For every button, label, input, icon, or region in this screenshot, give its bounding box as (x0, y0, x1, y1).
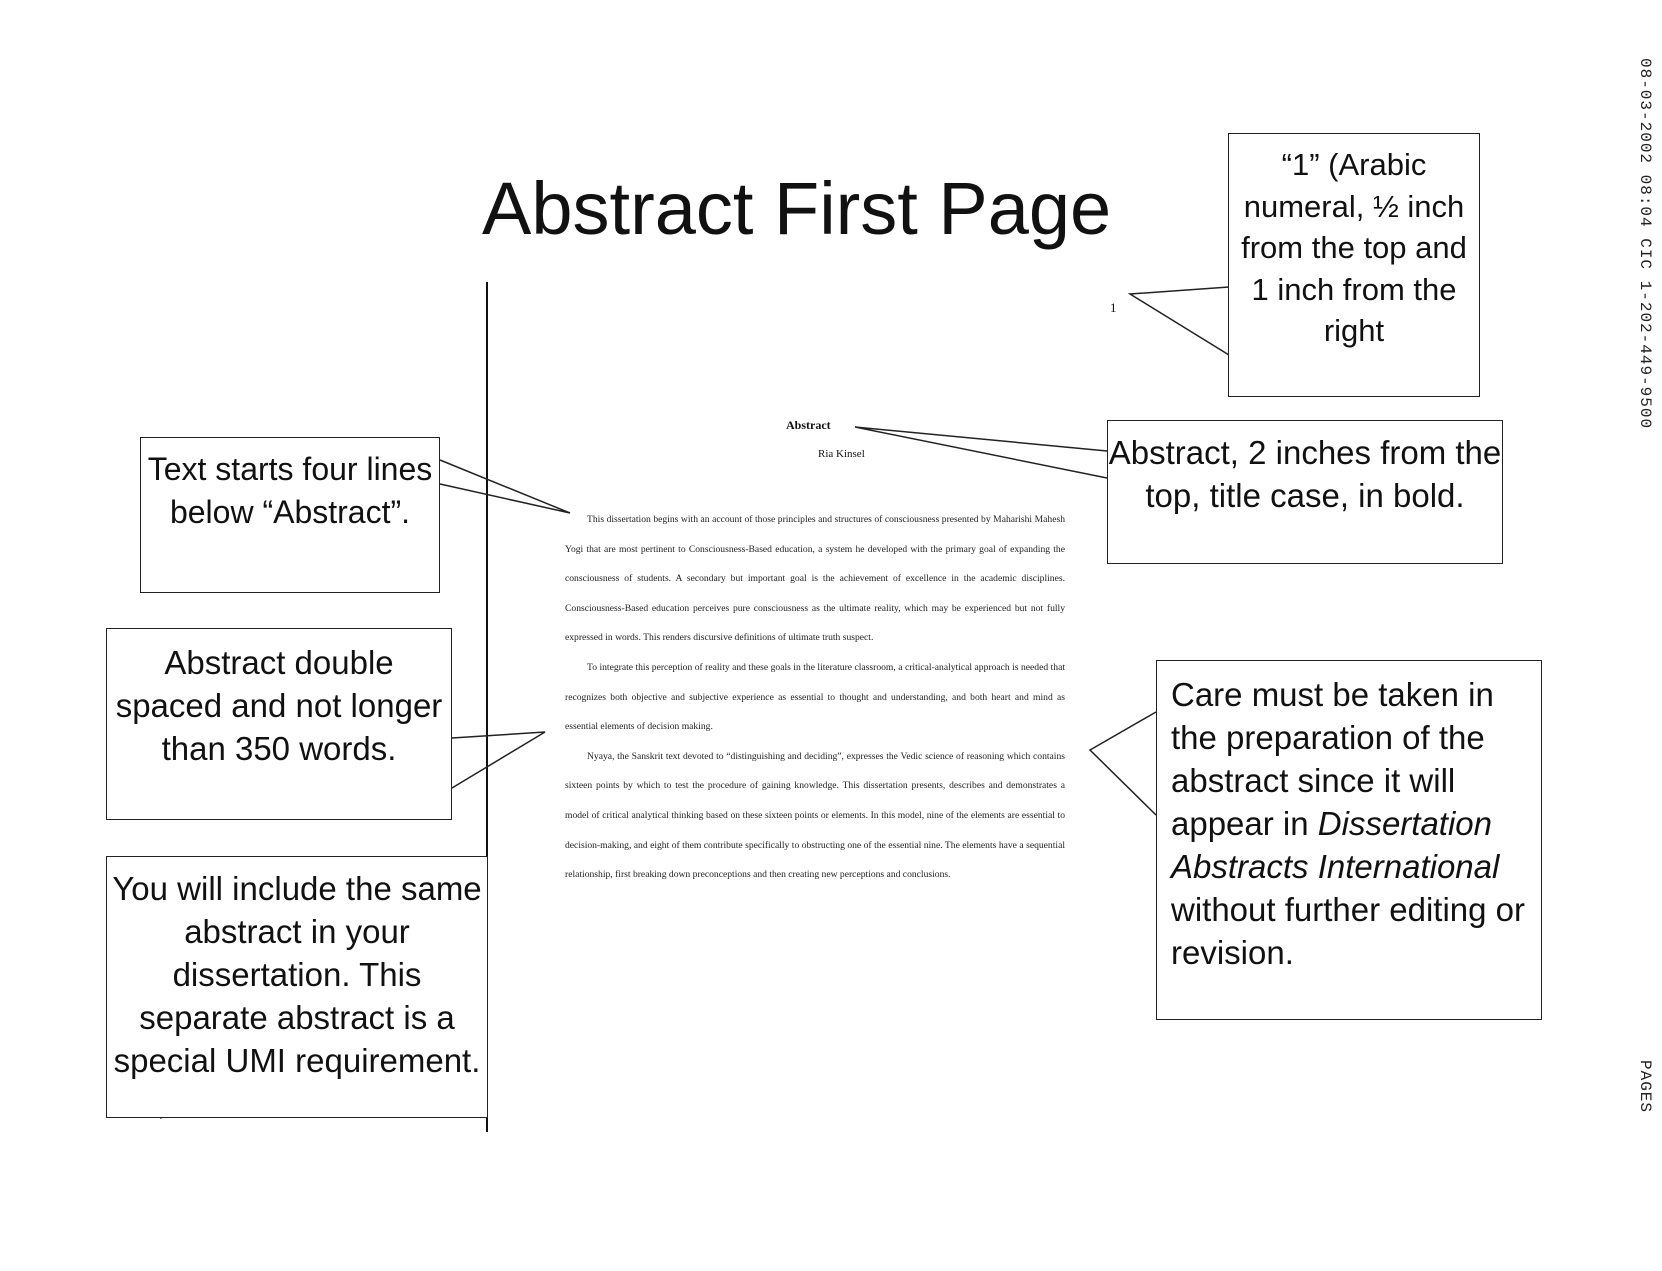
abstract-paragraph: To integrate this perception of reality … (565, 661, 1065, 733)
abstract-paragraph: Nyaya, the Sanskrit text devoted to “dis… (565, 750, 1065, 881)
sample-abstract-body: This dissertation begins with an account… (565, 505, 1065, 890)
care-text-publication: Dissertation Abstracts International (1171, 805, 1500, 885)
fax-header: 08-03-2002 08:04 CIC 1-202-449-9500 (1636, 58, 1654, 430)
callout-abstract-heading: Abstract, 2 inches from the top, title c… (1107, 420, 1503, 564)
callout-umi-requirement: You will include the same abstract in yo… (106, 856, 488, 1118)
pointer-text-start (439, 459, 571, 514)
pointer-spacing (451, 731, 546, 789)
callout-text-start: Text starts four lines below “Abstract”. (140, 437, 440, 593)
sample-abstract-heading: Abstract (786, 418, 831, 432)
care-text-2: without further editing or revision. (1171, 891, 1526, 971)
fax-pages-label: PAGES (1636, 1060, 1654, 1114)
sample-author: Ria Kinsel (818, 448, 865, 460)
pointer-page-number (1127, 286, 1230, 356)
page-title: Abstract First Page (482, 167, 1112, 250)
callout-care: Care must be taken in the preparation of… (1156, 660, 1542, 1020)
callout-page-number: “1” (Arabic numeral, ½ inch from the top… (1228, 133, 1480, 397)
margin-line (486, 282, 488, 1132)
sample-page-number: 1 (1110, 300, 1117, 315)
abstract-paragraph: This dissertation begins with an account… (565, 514, 1065, 644)
pointer-care (1088, 711, 1157, 816)
pointer-abstract-heading (854, 426, 1108, 479)
care-text-1: Care must be taken in the preparation of… (1171, 676, 1494, 842)
callout-spacing: Abstract double spaced and not longer th… (106, 628, 452, 820)
